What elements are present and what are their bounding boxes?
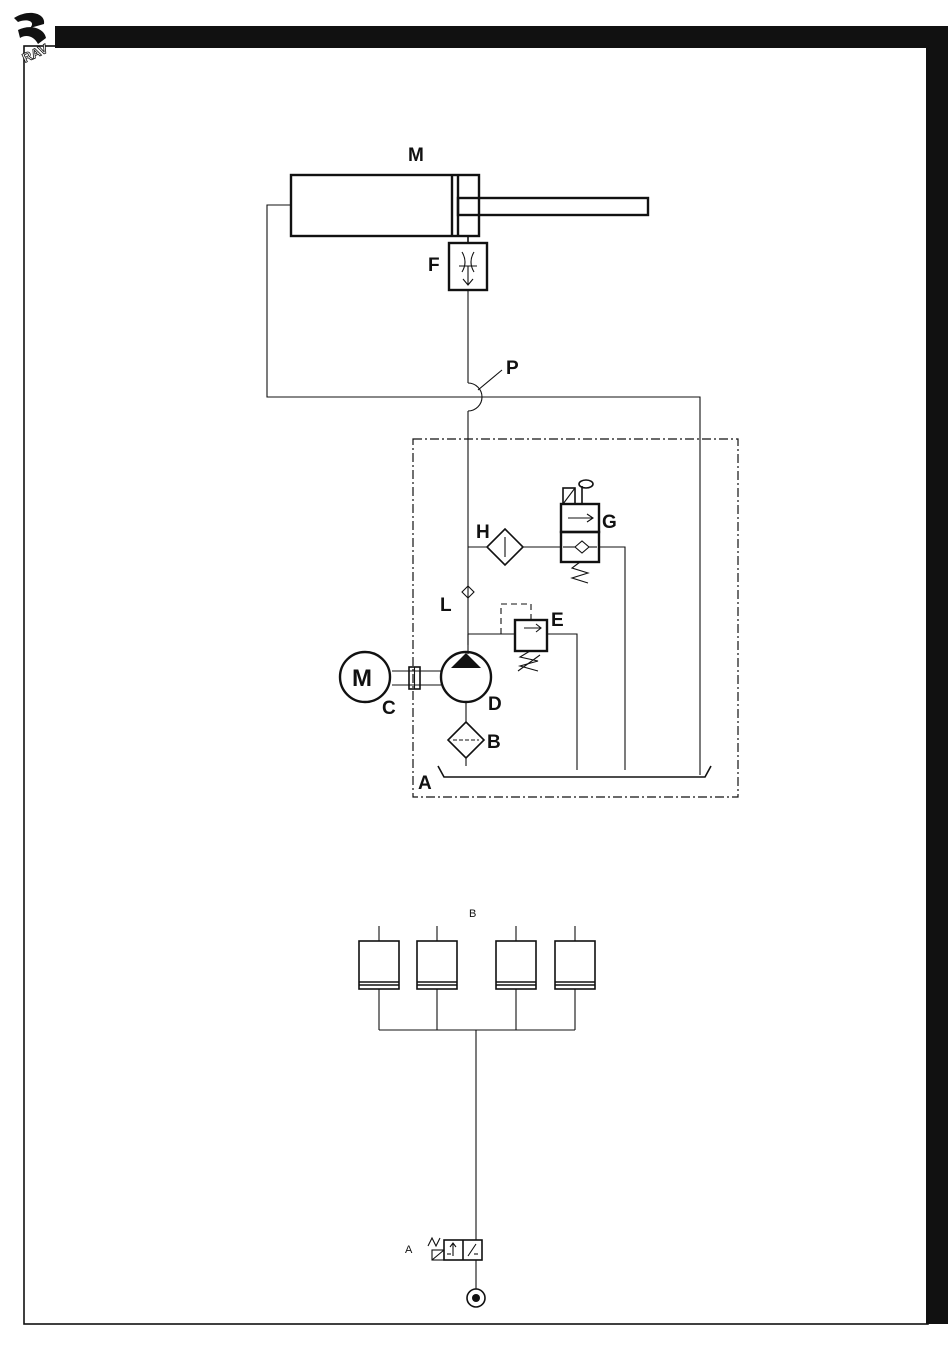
suction-filter-b (448, 702, 484, 766)
motor-c: M (340, 652, 441, 702)
motor-symbol-m: M (352, 665, 372, 692)
label-filter-h: H (476, 522, 490, 543)
flow-valve-f (449, 236, 487, 290)
top-hydraulic-circuit: M F P H (267, 145, 738, 797)
cylinder-2 (417, 926, 457, 1030)
label-motor-c: C (382, 698, 396, 719)
cylinder-3 (496, 926, 536, 1030)
label-suction-filter-b: B (487, 732, 501, 753)
bottom-cylinder-circuit: B (359, 908, 595, 1307)
leader-p (478, 370, 502, 390)
label-check-valve-l: L (440, 595, 452, 616)
label-control-valve-a: A (405, 1244, 413, 1256)
cylinder-4 (555, 926, 595, 1030)
label-solenoid-valve-g: G (602, 512, 617, 533)
cylinder-m (291, 175, 648, 236)
label-crossing-p: P (506, 358, 519, 379)
pressure-source-port (467, 1289, 485, 1307)
label-cylinder-m: M (408, 145, 424, 166)
cylinder-1 (359, 926, 399, 1030)
page-frame (24, 26, 948, 1324)
logo-text: RAV (20, 41, 51, 66)
pump-d (441, 634, 491, 702)
rav-logo: RAV (14, 13, 50, 66)
label-flow-valve-f: F (428, 255, 440, 276)
label-cylinders-b: B (469, 908, 476, 920)
label-relief-valve-e: E (551, 610, 564, 631)
tank-a (438, 766, 711, 777)
label-pump-d: D (488, 694, 502, 715)
control-valve-a (428, 1238, 482, 1289)
label-tank-a: A (418, 773, 432, 794)
